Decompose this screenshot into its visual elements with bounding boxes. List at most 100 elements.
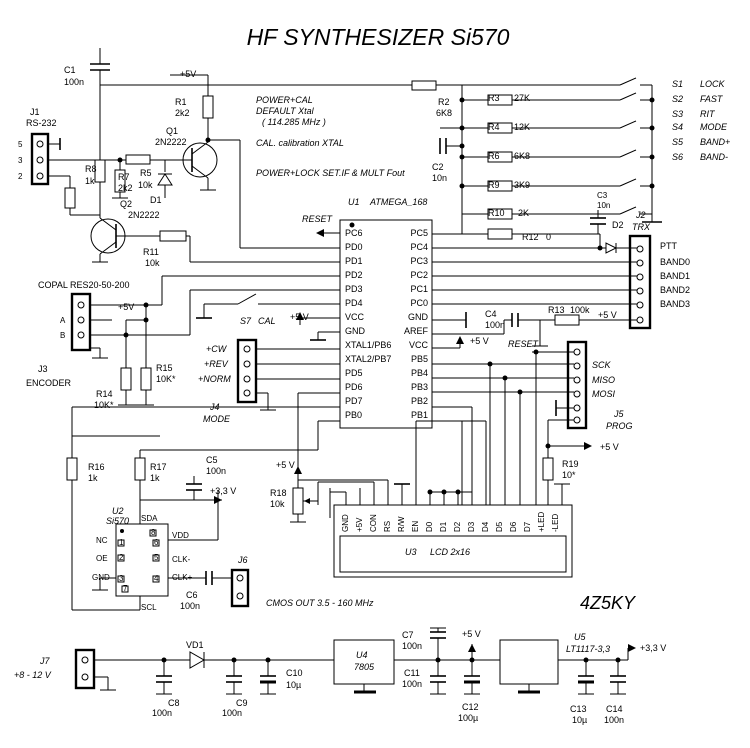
note-default-xtal: DEFAULT Xtal (256, 106, 315, 116)
note-powercal: POWER+CAL (256, 95, 313, 105)
si570-num-8: 8 (151, 528, 156, 537)
lcd-pin: D3 (467, 521, 476, 532)
r18-ref: R18 (270, 488, 287, 498)
lcd-pin: D2 (453, 521, 462, 532)
r10-ref: R10 (488, 208, 505, 218)
net-reset: RESET (302, 214, 334, 224)
mcu-pin-right: PB5 (411, 354, 428, 364)
r13-value: 100k (570, 305, 590, 315)
si570-num-5: 5 (154, 553, 159, 562)
u2-name: Si570 (106, 516, 129, 526)
note-cmos-out: CMOS OUT 3.5 - 160 MHz (266, 598, 374, 608)
c4-ref: C4 (485, 309, 497, 319)
mcu-pin-left: GND (345, 326, 366, 336)
lcd-pin: EN (411, 521, 420, 532)
r17-value: 1k (150, 473, 160, 483)
s2-name: FAST (700, 94, 724, 104)
c10-value: 10µ (286, 680, 301, 690)
s4-ref: S4 (672, 122, 683, 132)
mcu-pin-right: PB4 (411, 368, 428, 378)
r10-value: 2K (518, 208, 529, 218)
s3-ref: S3 (672, 109, 683, 119)
net-plus5-vcc-left: +5 V (290, 312, 309, 322)
r18-value: 10k (270, 499, 285, 509)
si570-sda: SDA (141, 514, 158, 523)
mcu-pin-left: XTAL1/PB6 (345, 340, 391, 350)
c6-ref: C6 (186, 590, 198, 600)
lcd-pin: D7 (523, 521, 532, 532)
c5-value: 100n (206, 466, 226, 476)
mcu-pin-right: PC1 (410, 284, 428, 294)
r8-value: 1k (85, 176, 95, 186)
r19-value: 10* (562, 470, 576, 480)
reset-line (316, 229, 340, 237)
net-miso: MISO (592, 375, 615, 385)
j1-pin-2: 2 (18, 172, 23, 181)
lcd-u3 (298, 420, 573, 578)
j7-ref: J7 (39, 656, 51, 666)
lcd-pin: D1 (439, 521, 448, 532)
j6-ref: J6 (237, 555, 248, 565)
c5-ref: C5 (206, 455, 218, 465)
r13-ref: R13 (548, 305, 565, 315)
mcu-pin-left: PB0 (345, 410, 362, 420)
r9-ref: R9 (488, 180, 500, 190)
j2-connector (432, 210, 652, 330)
lcd-pin: +5V (355, 517, 364, 532)
u4-value: 7805 (354, 662, 375, 672)
input-network (60, 140, 173, 212)
r12-ref: R12 (522, 232, 539, 242)
c13-ref: C13 (570, 704, 587, 714)
s7-name: CAL (258, 316, 276, 326)
c14-value: 100n (604, 715, 624, 725)
c11-value: 100n (402, 679, 422, 689)
net-plus5-j5: +5 V (600, 442, 619, 452)
d2-ref: D2 (612, 220, 624, 230)
si570-num-2: 2 (119, 553, 124, 562)
u3-ref: U3 (405, 547, 417, 557)
mcu-pin-right: GND (408, 312, 429, 322)
mcu-pin-right: AREF (404, 326, 429, 336)
lcd-pin: CON (369, 514, 378, 532)
mcu-right-pins: PC5PC4PC3PC2PC1PC0GNDAREFVCCPB5PB4PB3PB2… (404, 228, 429, 420)
j2-ref: J2 (635, 210, 646, 220)
r2-value: 6K8 (436, 108, 452, 118)
lcd-pin: D0 (425, 521, 434, 532)
c4-value: 100n (485, 320, 505, 330)
r8-ref: R8 (85, 164, 97, 174)
net-rev: +REV (204, 359, 229, 369)
aref-network (432, 312, 620, 349)
si570-pin-oe: OE (96, 554, 108, 563)
c3-value: 10n (597, 201, 610, 210)
enc-a: A (60, 316, 66, 325)
r16-value: 1k (88, 473, 98, 483)
c7-value: 100n (402, 641, 422, 651)
q2-value: 2N2222 (128, 210, 160, 220)
r4-ref: R4 (488, 122, 500, 132)
j1-ref: J1 (30, 107, 40, 117)
u3-name: LCD 2x16 (430, 547, 470, 557)
mcu-pin-left: PD6 (345, 382, 363, 392)
si570-num-1: 1 (119, 538, 124, 547)
s1-ref: S1 (672, 79, 683, 89)
net-band0: BAND0 (660, 257, 690, 267)
r2-ref: R2 (438, 97, 450, 107)
mcu-pin-left: XTAL2/PB7 (345, 354, 391, 364)
j1-name: RS-232 (26, 118, 57, 128)
si570-num-7: 7 (123, 584, 128, 593)
mcu-pin-left: PD7 (345, 396, 363, 406)
j1-connector (30, 132, 100, 216)
c12-ref: C12 (462, 702, 479, 712)
c6-value: 100n (180, 601, 200, 611)
r18-trimmer (290, 466, 318, 523)
net-plus5-psu: +5 V (462, 629, 481, 639)
mcu-pin-left: PD1 (345, 256, 363, 266)
c14-ref: C14 (606, 704, 623, 714)
mcu-pin-left: PD3 (345, 284, 363, 294)
lcd-pin: D4 (481, 521, 490, 532)
lcd-pin: GND (341, 514, 350, 532)
lcd-pin: R/W (397, 516, 406, 532)
top-rail (90, 48, 620, 140)
